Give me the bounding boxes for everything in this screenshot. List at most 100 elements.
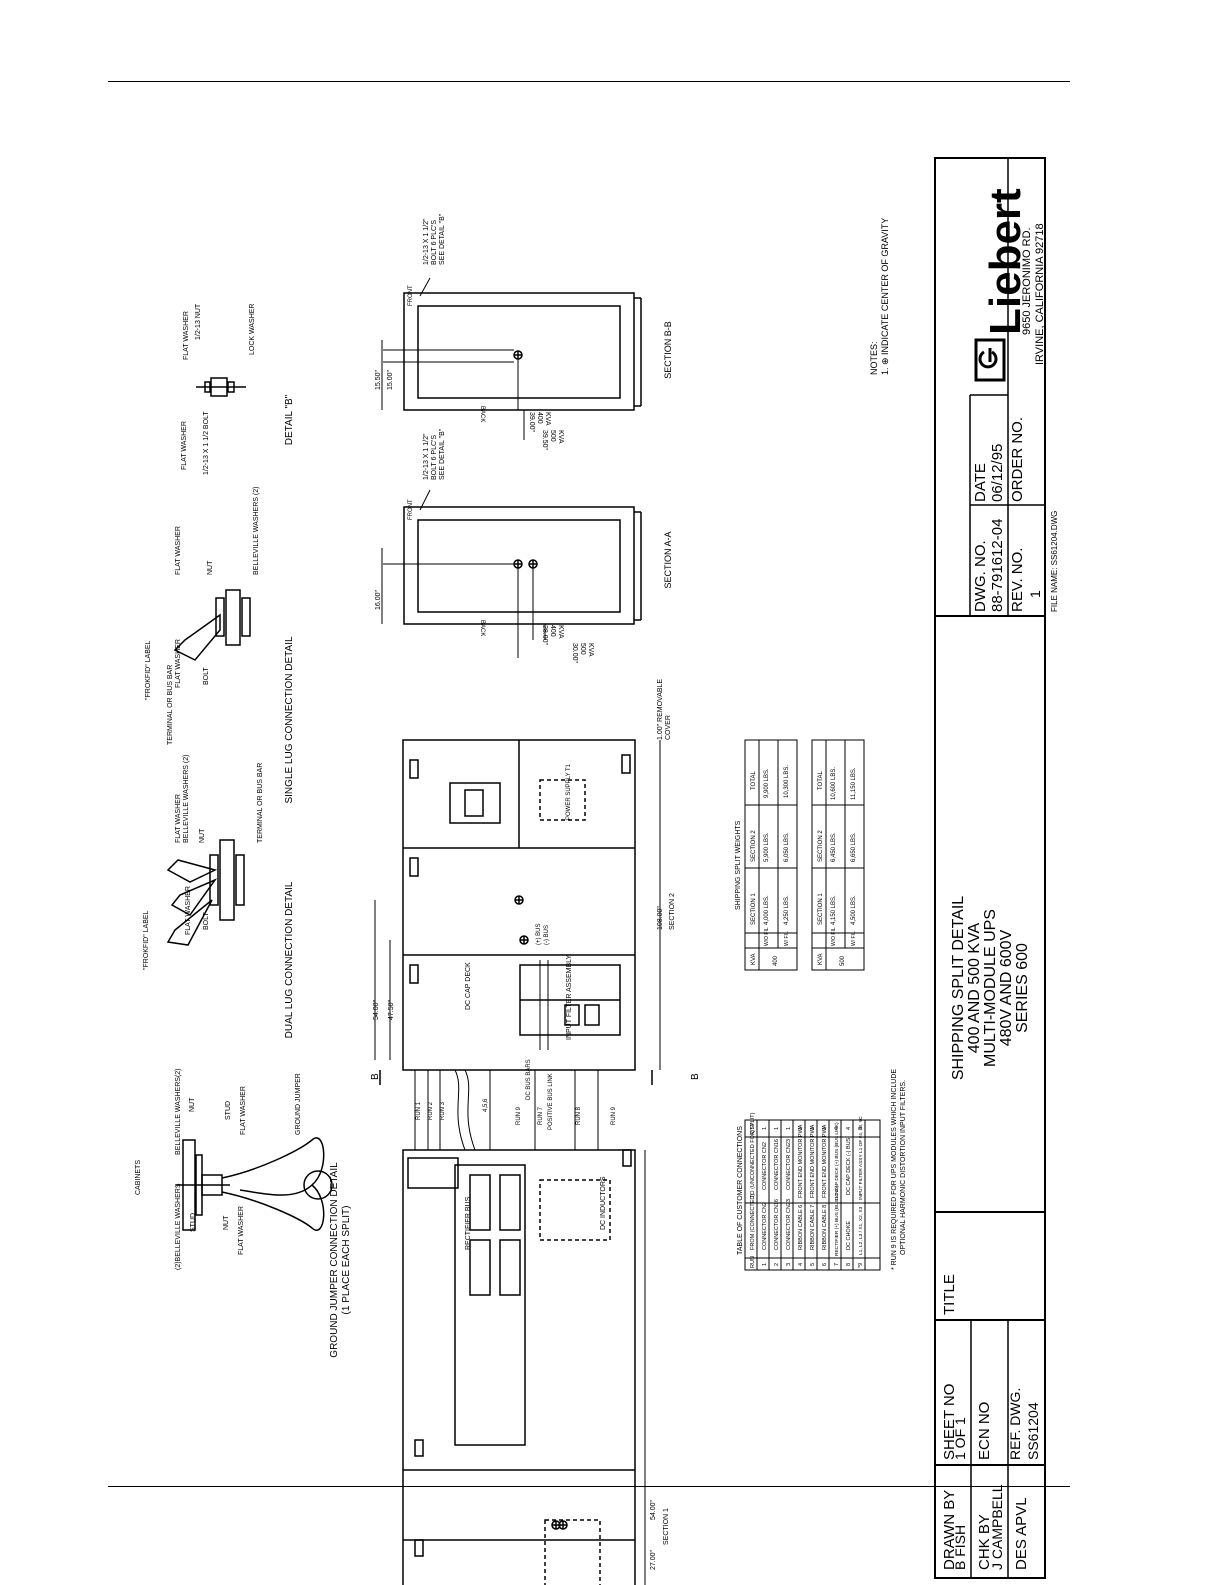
bb-dim-3900-line-3: KVA xyxy=(544,412,551,426)
date-label: DATE xyxy=(972,463,989,502)
input-filter-label: INPUT FILTER ASSEMBLY xyxy=(566,954,573,1040)
rectifier-bus-label: RECTIFIER BUS xyxy=(465,1196,472,1250)
w400-row-2-filter: W/ FIL xyxy=(784,931,790,946)
conn-row-4-qty: 1 xyxy=(798,1127,804,1130)
conn-row-2-from: CONNECTOR CN16 xyxy=(774,1199,780,1250)
section-bb-title: SECTION B-B xyxy=(663,321,673,379)
w400-kva: 400 xyxy=(773,955,779,966)
conn-row-9-to: INPUT FILTER ASSY L1 OF #4, #8, #C xyxy=(858,1116,864,1200)
aa-bolt-callout-line-3: SEE DETAIL "B" xyxy=(439,428,446,480)
w400-row-2-section-2: 6,050 LBS. xyxy=(784,832,790,862)
minus-bus-label: (-) BUS xyxy=(544,925,550,945)
dl-frokfid-label: "FROKFID" LABEL xyxy=(143,910,150,970)
section-aa-title: SECTION A-A xyxy=(663,531,673,588)
w500-header-total: TOTAL xyxy=(818,771,824,790)
file-name: FILE NAME: SS61204.DWG xyxy=(1050,511,1059,612)
conn-row-2-run: 2 xyxy=(774,1263,780,1266)
conn-row-7-run: 7 xyxy=(834,1263,840,1266)
bb-dim-3900-line-1: 39.00" xyxy=(528,412,535,433)
connections-footnote-line-1: * RUN 9 IS REQUIRED FOR UPS MODULES WHIC… xyxy=(891,1069,898,1270)
conn-row-1-qty: 1 xyxy=(762,1127,768,1130)
conn-header-from: FROM (CONNECTED) xyxy=(750,1194,756,1250)
plus-bus-label: (+) BUS xyxy=(536,923,542,945)
dl-belleville-label: BELLEVILLE WASHERS (2) xyxy=(183,755,190,843)
removable-cover-right-line-2: COVER xyxy=(665,715,672,740)
gj-stud-right-label: STUD xyxy=(225,1101,232,1120)
dl-flat-washer-bottom-label: FLAT WASHER xyxy=(185,886,192,935)
conn-row-6-from: RIBBON CABLE 8 xyxy=(822,1205,828,1250)
connections-footnote-line-2: OPTIONAL HARMONIC DISTORTION INPUT FILTE… xyxy=(900,1080,907,1255)
w400-header-total: TOTAL xyxy=(751,771,757,790)
dl-nut-label: NUT xyxy=(199,828,206,843)
gj-cabinets-label: CABINETS xyxy=(135,1160,142,1195)
aa-dim-3000-line-3: KVA xyxy=(587,643,594,657)
gj-stud-left-label: STUD xyxy=(190,1213,197,1232)
dl-flat-washer-top-label: FLAT WASHER xyxy=(175,794,182,843)
connections-table-grid xyxy=(744,1119,881,1271)
notes-title: NOTES: xyxy=(869,341,879,375)
w400-row-1-filter: W/O FIL xyxy=(764,927,770,946)
conn-row-4-to: FRONT END MONITOR PWA xyxy=(798,1124,804,1198)
gj-belleville-right-label: BELLEVILLE WASHERS(2) xyxy=(175,1069,182,1156)
liebert-logo-icon xyxy=(974,338,1006,382)
w500-kva: 500 xyxy=(840,955,846,966)
bb-bolt-callout-line-3: SEE DETAIL "B" xyxy=(439,213,446,265)
run-7-label: RUN 7 xyxy=(538,1106,544,1125)
db-lock-washer-label: LOCK WASHER xyxy=(249,304,256,355)
aa-dim-2800-line-2: 400 xyxy=(549,625,556,637)
conn-row-8-to: DC CAP DECK (-) BUS xyxy=(846,1137,852,1195)
dual-lug-title: DUAL LUG CONNECTION DETAIL xyxy=(284,881,295,1038)
dwg-no-label: DWG. NO. xyxy=(972,540,989,612)
db-flat-washer-left-label: FLAT WASHER xyxy=(181,421,188,470)
w400-row-1-section-2: 5,900 LBS. xyxy=(764,832,770,862)
run-9-upper-label: RUN 9 xyxy=(516,1106,522,1125)
aa-dim-1600: 16.00" xyxy=(375,589,382,610)
run-1-label: RUN 1 xyxy=(416,1101,422,1120)
sl-nut-label: NUT xyxy=(207,560,214,575)
conn-row-7-from: RECTIFIER (+) BUS (BUS LINK) xyxy=(834,1185,840,1256)
connections-title: TABLE OF CUSTOMER CONNECTIONS xyxy=(737,1126,744,1255)
date-value: 06/12/95 xyxy=(989,444,1006,502)
w500-row-2-section-2: 6,650 LBS. xyxy=(851,832,857,862)
ref-dwg-value: SS61204 xyxy=(1025,1402,1041,1460)
section-2-label: SECTION 2 xyxy=(669,893,676,930)
bb-dim-3950-line-1: 39.50" xyxy=(541,430,548,451)
arrow-b-left: B xyxy=(370,1073,381,1080)
conn-row-6-to: FRONT END MONITOR PWA xyxy=(822,1124,828,1198)
company-address-2: IRVINE, CALIFORNIA 92718 xyxy=(1034,223,1046,365)
w500-header-section-2: SECTION 2 xyxy=(818,830,824,862)
w400-row-1-total: 9,900 LBS. xyxy=(764,768,770,798)
w500-row-2-total: 11,150 LBS. xyxy=(851,767,857,800)
section-aa xyxy=(381,489,642,658)
gj-flat-washer-left-label: FLAT WASHER xyxy=(238,1206,245,1255)
run-9-lower-label: RUN 9 xyxy=(611,1106,617,1125)
dc-cap-deck-label: DC CAP DECK xyxy=(465,962,472,1010)
db-flat-washer-right-label: FLAT WASHER xyxy=(183,311,190,360)
conn-row-1-from: CONNECTOR CN2 xyxy=(762,1202,768,1250)
gj-nut-left-label: NUT xyxy=(223,1215,230,1230)
conn-row-4-run: 4 xyxy=(798,1263,804,1266)
aa-bolt-callout-line-2: BOLT 6 PLC'S xyxy=(431,435,438,480)
ground-jumper-detail xyxy=(176,1137,333,1231)
conn-row-8-qty: 4 xyxy=(846,1127,852,1130)
removable-cover-right-line-1: 1.00" REMOVABLE xyxy=(657,679,664,740)
aa-dim-2800-line-3: KVA xyxy=(557,625,564,639)
sl-flat-washer-bottom-label: FLAT WASHER xyxy=(175,639,182,688)
conn-row-8-run: 8 xyxy=(846,1263,852,1266)
note-1: 1. ⊕ INDICATE CENTER OF GRAVITY xyxy=(880,218,890,375)
sl-flat-washer-top-label: FLAT WASHER xyxy=(175,526,182,575)
detail-b xyxy=(196,377,246,397)
bb-dim-3950-line-2: 500 xyxy=(549,430,556,442)
w500-row-2-section-1: 4,500 LBS. xyxy=(851,895,857,925)
single-lug-detail xyxy=(173,589,251,661)
detail-b-title: DETAIL "B" xyxy=(284,394,295,445)
dim-5400-section-1: 54.00" xyxy=(650,1499,657,1520)
run-2-label: RUN 2 xyxy=(428,1101,434,1120)
aa-dim-3000-line-1: 30.00" xyxy=(571,643,578,664)
sheet-no-value: 1 OF 1 xyxy=(952,1417,968,1460)
conn-row-2-qty: 1 xyxy=(774,1127,780,1130)
dim-5400: 54.00" xyxy=(373,999,380,1020)
connections-table: TABLE OF CUSTOMER CONNECTIONS RUN FROM (… xyxy=(737,1112,864,1268)
chk-by-label: CHK BY xyxy=(976,1514,993,1570)
company-name: Liebert xyxy=(981,188,1030,335)
